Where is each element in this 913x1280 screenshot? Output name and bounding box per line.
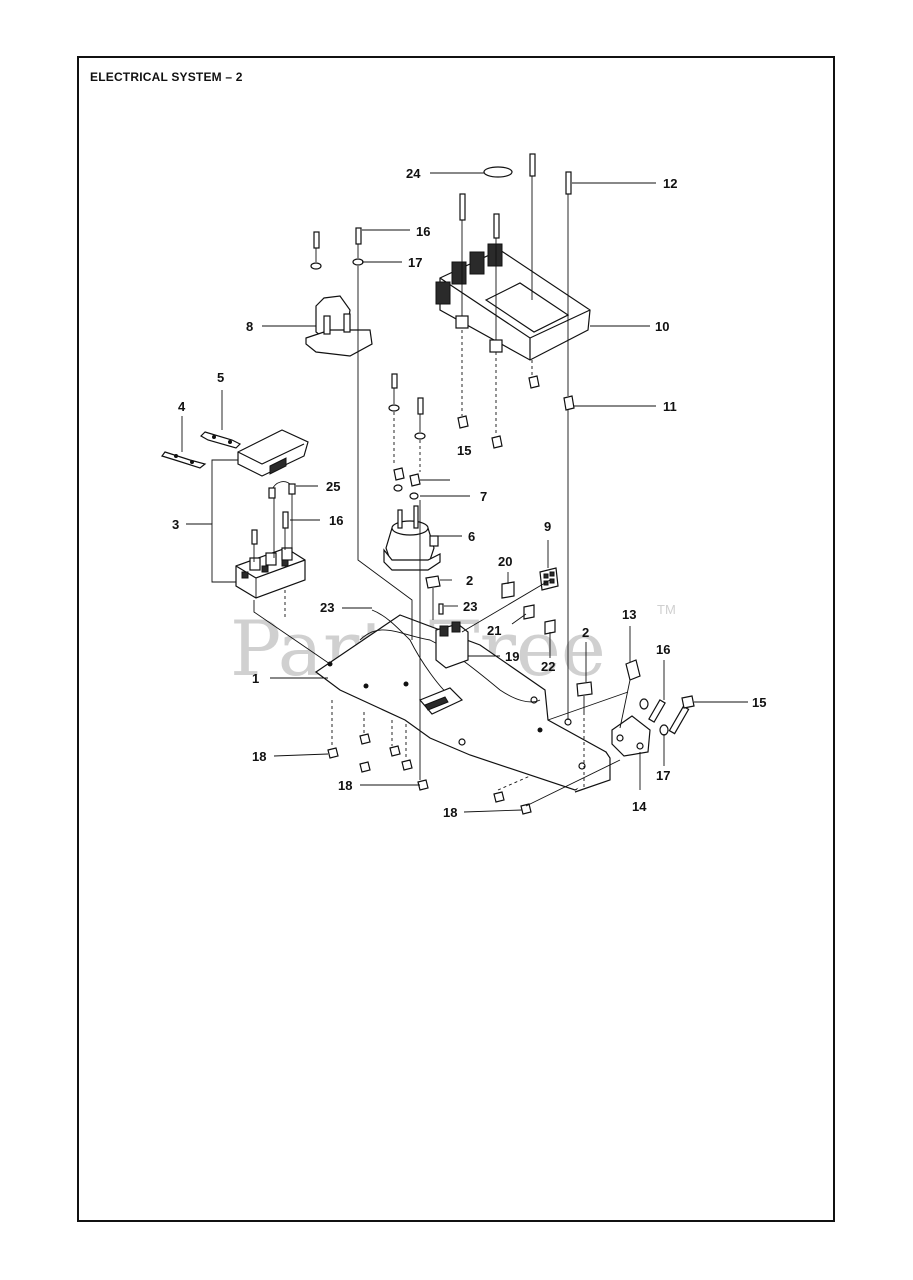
screw-icon [438, 603, 444, 615]
fuse-strips [161, 431, 242, 469]
washer-icon [639, 698, 649, 710]
callout-18: 18 [443, 805, 457, 820]
watermark-tm: TM [657, 602, 676, 617]
callout-4: 4 [178, 399, 186, 414]
screw-icon [417, 397, 424, 415]
callout-2: 2 [466, 573, 473, 588]
washer-icon [388, 404, 400, 412]
callout-14: 14 [632, 799, 647, 814]
screw-icon [648, 699, 666, 723]
nut-icon [401, 759, 413, 771]
fuse-box-cover [237, 429, 309, 477]
nut-icon [393, 467, 405, 481]
callout-11: 11 [663, 399, 677, 414]
callout-labels: 1 2 2 3 4 5 6 7 8 9 10 11 12 13 14 15 15… [172, 166, 766, 820]
washer-icon [352, 258, 364, 266]
control-module [435, 243, 591, 361]
callout-2: 2 [582, 625, 589, 640]
callout-21: 21 [487, 623, 501, 638]
fuse-box [235, 547, 306, 599]
mount-bracket [611, 715, 651, 757]
callout-6: 6 [468, 529, 475, 544]
starter-solenoid [383, 505, 441, 571]
washer-icon [310, 262, 322, 270]
callout-18: 18 [338, 778, 352, 793]
nut-icon [528, 375, 540, 389]
washer-icon [659, 724, 669, 736]
fuse-holder [539, 567, 559, 591]
callout-17: 17 [408, 255, 422, 270]
callout-23: 23 [463, 599, 477, 614]
callout-18: 18 [252, 749, 266, 764]
assembly-lines [253, 176, 631, 807]
nut-icon [457, 415, 469, 429]
nut-icon [493, 791, 505, 803]
callout-19: 19 [505, 649, 519, 664]
leader-lines [181, 172, 748, 813]
screw-icon [355, 227, 362, 245]
nut-icon [417, 779, 429, 791]
callout-5: 5 [217, 370, 224, 385]
callout-16: 16 [329, 513, 343, 528]
page-title: ELECTRICAL SYSTEM – 2 [90, 70, 243, 84]
nut-icon [389, 745, 401, 757]
screw-icon [251, 529, 258, 545]
screw-icon [668, 705, 690, 735]
ignition-coil [305, 295, 373, 357]
bolt-icon [576, 681, 593, 697]
screw-icon [459, 193, 466, 221]
callout-23: 23 [320, 600, 334, 615]
nut-icon [409, 473, 421, 487]
jumper-wire [268, 481, 296, 499]
washer-icon [409, 492, 419, 500]
callout-25: 25 [326, 479, 340, 494]
screw-icon [391, 373, 398, 389]
screw-icon [282, 511, 289, 529]
callout-22: 22 [541, 659, 555, 674]
callout-9: 9 [544, 519, 551, 534]
screw-icon [313, 231, 320, 249]
bolt-icon [425, 575, 441, 589]
callout-15: 15 [752, 695, 766, 710]
washer-icon [393, 484, 403, 492]
nut-icon [359, 733, 371, 745]
callout-16: 16 [416, 224, 430, 239]
screw-icon [529, 153, 536, 177]
sensor-icon [625, 659, 641, 681]
screw-icon [565, 171, 572, 195]
callout-20: 20 [498, 554, 512, 569]
nut-icon [491, 435, 503, 449]
plug-cap-icon [483, 166, 513, 178]
blade-fuse-21 [523, 604, 535, 620]
nut-icon [327, 747, 339, 759]
callout-3: 3 [172, 517, 179, 532]
callout-7: 7 [480, 489, 487, 504]
nut-icon [520, 803, 532, 815]
diagram-frame [77, 56, 835, 1222]
callout-24: 24 [406, 166, 421, 181]
callout-13: 13 [622, 607, 636, 622]
relay [435, 621, 469, 669]
washer-icon [414, 432, 426, 440]
callout-1: 1 [252, 671, 259, 686]
callout-12: 12 [663, 176, 677, 191]
screw-icon [493, 213, 500, 239]
callout-15: 15 [457, 443, 471, 458]
blade-fuse-20 [501, 581, 515, 599]
nut-icon [359, 761, 371, 773]
callout-16: 16 [656, 642, 670, 657]
nut-icon [681, 695, 695, 709]
callout-17: 17 [656, 768, 670, 783]
blade-fuse-22 [544, 619, 556, 635]
callout-10: 10 [655, 319, 669, 334]
callout-8: 8 [246, 319, 253, 334]
nut-icon [563, 395, 575, 411]
